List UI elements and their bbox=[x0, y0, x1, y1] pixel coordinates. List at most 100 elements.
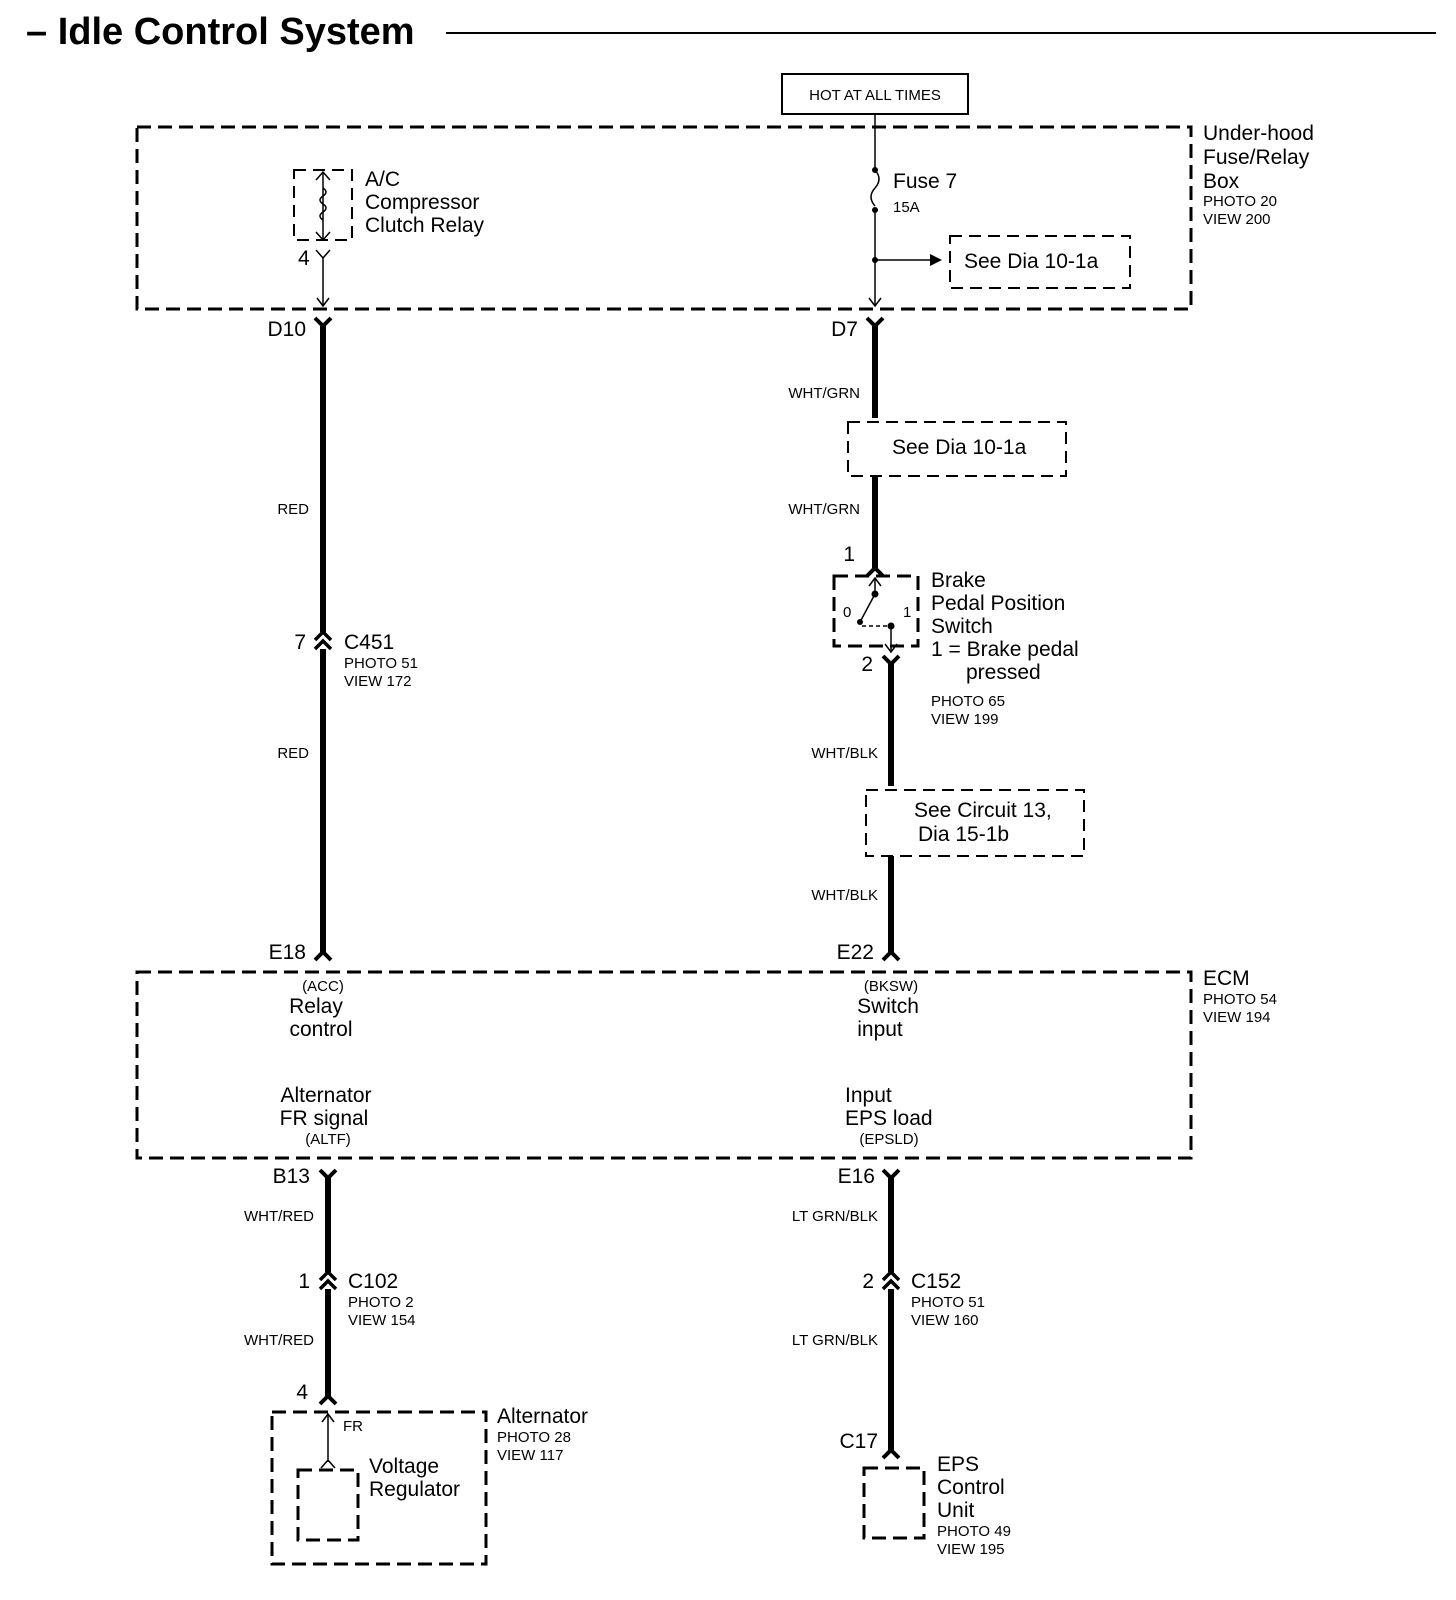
wire-label-wht-grn-2: WHT/GRN bbox=[788, 501, 860, 518]
wire-label-wht-red-2: WHT/RED bbox=[244, 1332, 314, 1349]
c102-connector-top bbox=[318, 1269, 338, 1282]
c451-view: VIEW 172 bbox=[344, 673, 412, 690]
eps-line-2: Control bbox=[937, 1476, 1005, 1499]
alternator: 4 FR Voltage Regulator Alternator PHOTO … bbox=[270, 1381, 588, 1566]
ac-relay-out-arrow bbox=[316, 297, 330, 308]
c102-photo: PHOTO 2 bbox=[348, 1294, 414, 1311]
ecm-bksw-line-1: Switch bbox=[857, 995, 919, 1018]
voltage-regulator-line-1: Voltage bbox=[369, 1455, 439, 1478]
wire-label-wht-grn-1: WHT/GRN bbox=[788, 385, 860, 402]
alternator-pin-4: 4 bbox=[296, 1381, 308, 1404]
ac-relay-arrow-up bbox=[315, 170, 331, 181]
wire-label-wht-blk-1: WHT/BLK bbox=[811, 745, 878, 762]
ac-relay: A/C Compressor Clutch Relay 4 bbox=[293, 168, 485, 308]
fuse-name: Fuse 7 bbox=[893, 170, 957, 193]
c451-connector-bottom bbox=[313, 638, 333, 651]
terminal-d7: D7 bbox=[831, 318, 858, 341]
c451-pin: 7 bbox=[294, 631, 306, 654]
eps-photo: PHOTO 49 bbox=[937, 1523, 1011, 1540]
c102-pin: 1 bbox=[298, 1270, 310, 1293]
ac-relay-arrow-down bbox=[315, 231, 331, 242]
brake-pin-1: 1 bbox=[843, 543, 855, 566]
c102-name: C102 bbox=[348, 1270, 398, 1293]
wire-lt-grn-blk bbox=[881, 1168, 901, 1460]
d7-connector bbox=[865, 316, 885, 329]
alternator-name: Alternator bbox=[497, 1405, 588, 1428]
ecm-altf-line-2: FR signal bbox=[280, 1107, 369, 1130]
see-dia-arrow-icon bbox=[930, 254, 942, 266]
alternator-photo: PHOTO 28 bbox=[497, 1429, 571, 1446]
ac-relay-pin-connector bbox=[315, 249, 331, 260]
fuse-box-name-3: Box bbox=[1203, 170, 1240, 193]
see-circuit-line-1: See Circuit 13, bbox=[914, 799, 1052, 822]
ecm-bksw-line-2: input bbox=[857, 1018, 903, 1041]
fuse-box-name-1: Under-hood bbox=[1203, 122, 1314, 145]
see-dia-box-2 bbox=[847, 421, 1067, 477]
fuse-icon bbox=[870, 169, 880, 207]
terminal-b13: B13 bbox=[273, 1165, 310, 1188]
c152-connector-top bbox=[881, 1269, 901, 1282]
ecm-bksw-code: (BKSW) bbox=[864, 978, 918, 995]
eps-control-unit: C17 EPS Control Unit PHOTO 49 VIEW 195 bbox=[839, 1430, 1010, 1558]
ac-relay-line-2: Compressor bbox=[365, 191, 479, 214]
fuse-box-view: VIEW 200 bbox=[1203, 211, 1271, 228]
e22-connector bbox=[881, 949, 901, 962]
vr-connector bbox=[320, 1458, 336, 1469]
voltage-regulator-line-2: Regulator bbox=[369, 1478, 460, 1501]
c102-view: VIEW 154 bbox=[348, 1312, 416, 1329]
terminal-e22: E22 bbox=[837, 941, 874, 964]
voltage-regulator-box bbox=[296, 1468, 360, 1542]
ecm-epsld-code: (EPSLD) bbox=[859, 1131, 918, 1148]
ecm-acc-code: (ACC) bbox=[302, 978, 344, 995]
see-circuit-box bbox=[865, 789, 1085, 857]
alt-pin4-connector bbox=[318, 1393, 338, 1406]
brake-photo: PHOTO 65 bbox=[931, 693, 1005, 710]
ecm-altf-line-1: Alternator bbox=[280, 1084, 371, 1107]
ecm-altf-code: (ALTF) bbox=[305, 1131, 351, 1148]
ecm-view: VIEW 194 bbox=[1203, 1009, 1271, 1026]
c152-view: VIEW 160 bbox=[911, 1312, 979, 1329]
wire-label-lt-grn-blk-1: LT GRN/BLK bbox=[792, 1208, 878, 1225]
brake-switch-arrow-up bbox=[868, 576, 882, 587]
ecm-acc-line-2: control bbox=[289, 1018, 352, 1041]
terminal-e18: E18 bbox=[269, 941, 306, 964]
wire-label-lt-grn-blk-2: LT GRN/BLK bbox=[792, 1332, 878, 1349]
fuse-rating: 15A bbox=[893, 199, 920, 216]
brake-view: VIEW 199 bbox=[931, 711, 999, 728]
fuse-box-photo: PHOTO 20 bbox=[1203, 193, 1277, 210]
brake-pos-1: 1 bbox=[903, 604, 911, 621]
c152-photo: PHOTO 51 bbox=[911, 1294, 985, 1311]
brake-switch-box bbox=[832, 574, 920, 648]
see-dia-label-2: See Dia 10-1a bbox=[892, 436, 1027, 459]
eps-line-1: EPS bbox=[937, 1453, 979, 1476]
brake-switch-contact-0 bbox=[857, 619, 863, 625]
brake-pedal-switch: 1 0 1 2 Brake Pedal Position Switch 1 = … bbox=[832, 543, 1079, 728]
terminal-c17: C17 bbox=[839, 1430, 878, 1453]
wire-label-wht-blk-2: WHT/BLK bbox=[811, 887, 878, 904]
b13-connector bbox=[318, 1168, 338, 1181]
wire-label-wht-red-1: WHT/RED bbox=[244, 1208, 314, 1225]
brake-line-1: Brake bbox=[931, 569, 986, 592]
ac-relay-line-3: Clutch Relay bbox=[365, 214, 485, 237]
ac-relay-line-1: A/C bbox=[365, 168, 400, 191]
brake-line-2: Pedal Position bbox=[931, 592, 1065, 615]
brake-pin-2: 2 bbox=[861, 653, 873, 676]
ecm-epsld-line-1: Input bbox=[845, 1084, 892, 1107]
wire-wht-blk bbox=[881, 654, 901, 962]
fuse-box-name-2: Fuse/Relay bbox=[1203, 146, 1310, 169]
c17-connector bbox=[881, 1447, 901, 1460]
underhood-fuse-relay-box bbox=[135, 125, 1193, 311]
c451-connector-top bbox=[313, 629, 333, 642]
wire-red: RED RED bbox=[277, 316, 333, 962]
eps-view: VIEW 195 bbox=[937, 1541, 1005, 1558]
terminal-e16: E16 bbox=[838, 1165, 875, 1188]
terminal-d10: D10 bbox=[267, 318, 306, 341]
brake-pin1-connector bbox=[865, 565, 885, 578]
alternator-view: VIEW 117 bbox=[497, 1447, 563, 1464]
page-title: – Idle Control System bbox=[26, 11, 415, 53]
ecm-photo: PHOTO 54 bbox=[1203, 991, 1277, 1008]
e16-connector bbox=[881, 1168, 901, 1181]
wire-wht-grn bbox=[865, 316, 885, 578]
brake-switch-blade bbox=[859, 593, 876, 623]
